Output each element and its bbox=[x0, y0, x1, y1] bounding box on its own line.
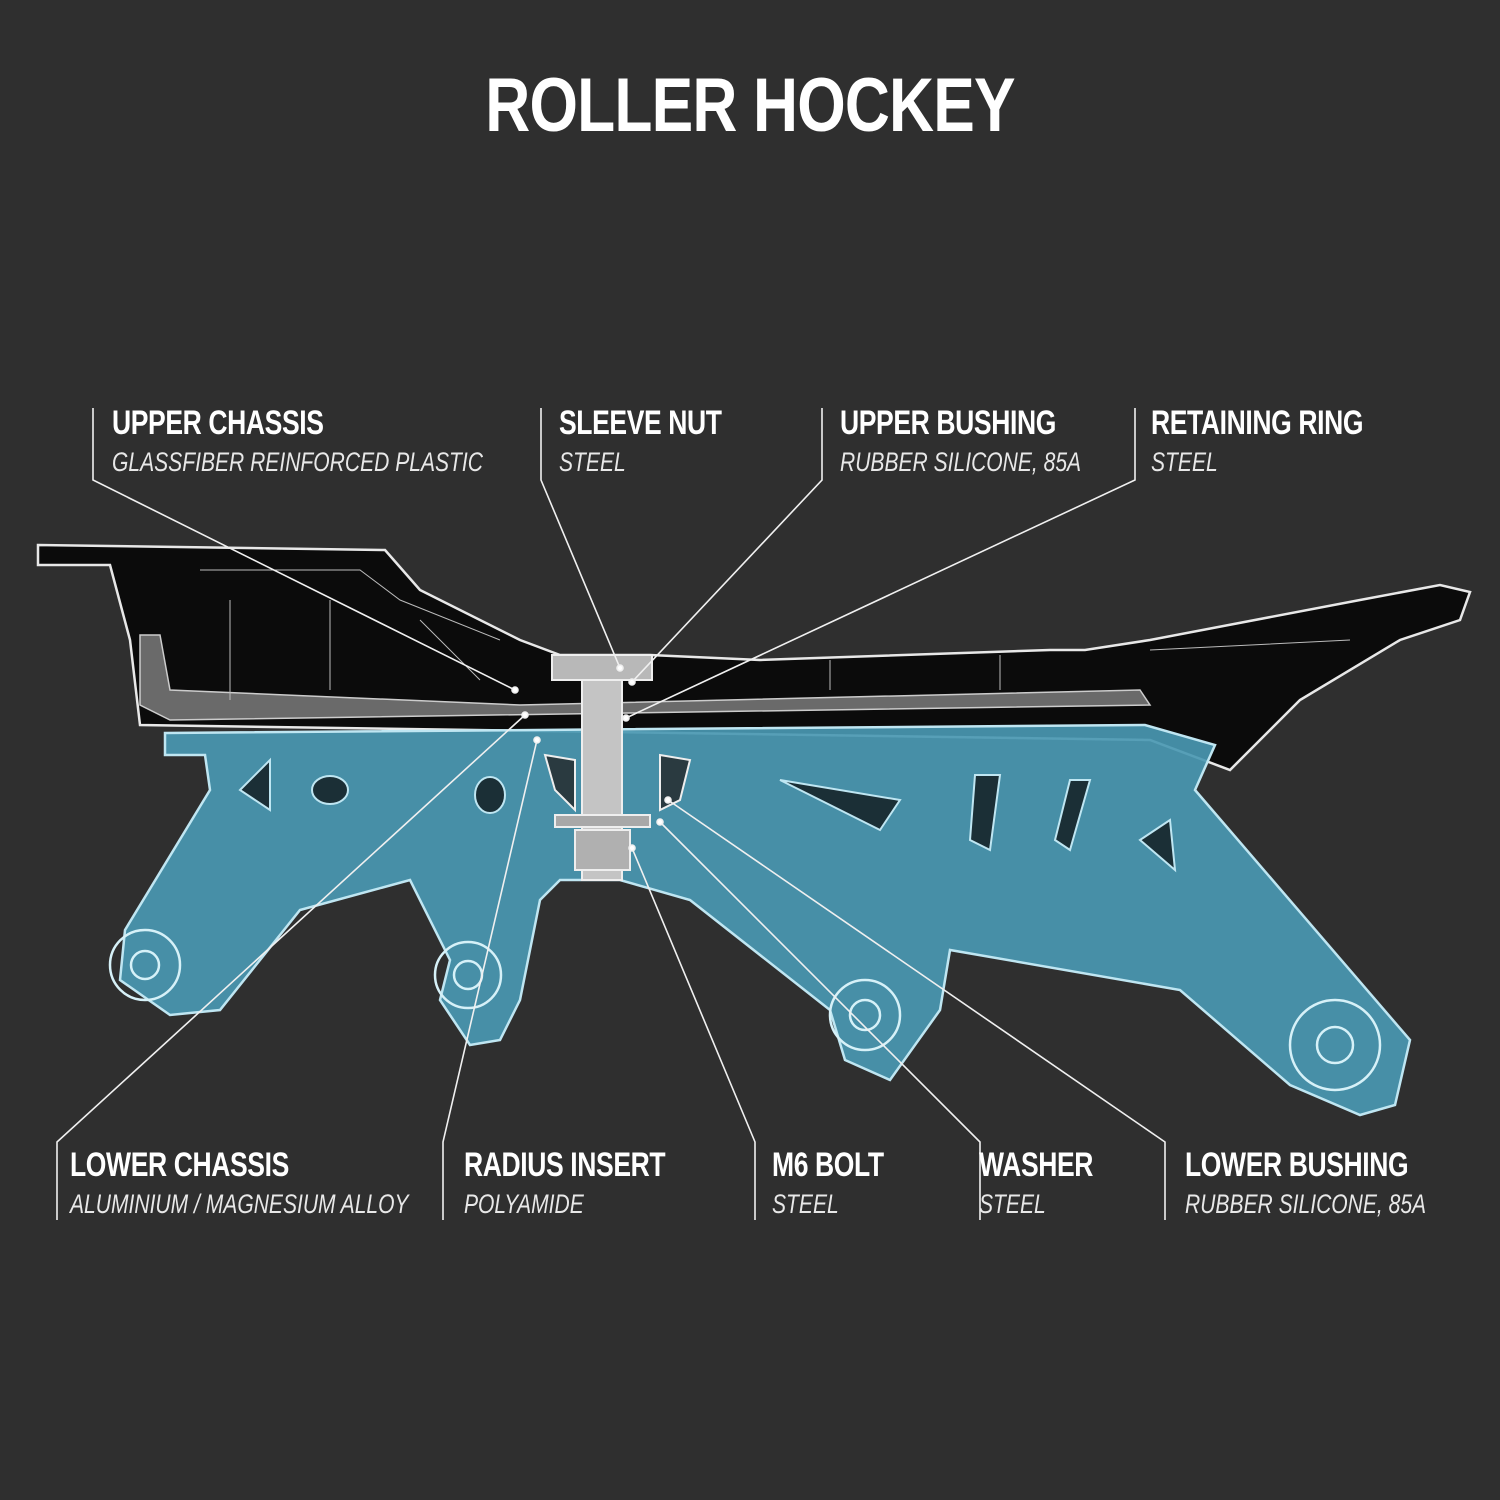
part-name: RADIUS INSERT bbox=[464, 1146, 666, 1184]
label-sleeve-nut: SLEEVE NUT STEEL bbox=[559, 404, 767, 478]
label-retaining-ring: RETAINING RING STEEL bbox=[1151, 404, 1423, 478]
diagram-title: ROLLER HOCKEY bbox=[485, 63, 1015, 148]
part-name: RETAINING RING bbox=[1151, 404, 1364, 442]
part-material: STEEL bbox=[1151, 447, 1218, 477]
label-radius-insert: RADIUS INSERT POLYAMIDE bbox=[464, 1146, 722, 1220]
label-m6-bolt: M6 BOLT STEEL bbox=[772, 1146, 915, 1220]
part-material: STEEL bbox=[559, 447, 626, 477]
label-lower-bushing: LOWER BUSHING RUBBER SILICONE, 85A bbox=[1185, 1146, 1494, 1220]
part-name: SLEEVE NUT bbox=[559, 404, 722, 442]
part-material: STEEL bbox=[979, 1189, 1046, 1219]
part-material: RUBBER SILICONE, 85A bbox=[1185, 1189, 1427, 1219]
part-material: RUBBER SILICONE, 85A bbox=[840, 447, 1082, 477]
part-name: UPPER BUSHING bbox=[840, 404, 1056, 442]
leader-lines bbox=[56, 408, 1166, 1220]
part-material: STEEL bbox=[772, 1189, 839, 1219]
part-name: WASHER bbox=[979, 1146, 1094, 1184]
lower-chassis bbox=[118, 723, 1412, 1117]
label-upper-bushing: UPPER BUSHING RUBBER SILICONE, 85A bbox=[840, 404, 1149, 478]
label-upper-chassis: UPPER CHASSIS GLASSFIBER REINFORCED PLAS… bbox=[112, 404, 588, 478]
bolt-assembly bbox=[543, 654, 692, 881]
part-material: POLYAMIDE bbox=[464, 1189, 584, 1219]
part-name: M6 BOLT bbox=[772, 1146, 884, 1184]
part-name: UPPER CHASSIS bbox=[112, 404, 324, 442]
part-material: GLASSFIBER REINFORCED PLASTIC bbox=[112, 447, 483, 477]
upper-chassis bbox=[36, 543, 1472, 772]
wheel-axle-holes bbox=[108, 928, 1382, 1092]
label-washer: WASHER STEEL bbox=[979, 1146, 1125, 1220]
label-lower-chassis: LOWER CHASSIS ALUMINIUM / MAGNESIUM ALLO… bbox=[70, 1146, 504, 1220]
part-name: LOWER CHASSIS bbox=[70, 1146, 289, 1184]
part-name: LOWER BUSHING bbox=[1185, 1146, 1409, 1184]
part-material: ALUMINIUM / MAGNESIUM ALLOY bbox=[70, 1189, 409, 1219]
